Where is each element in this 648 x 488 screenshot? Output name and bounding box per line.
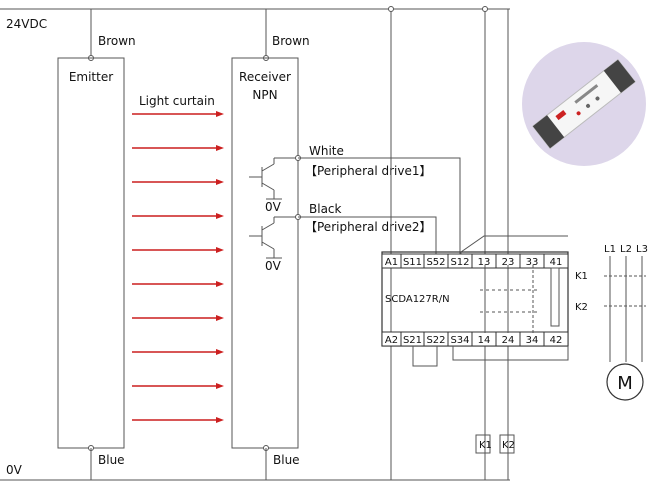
phase-l1-label: L1 [604, 244, 616, 255]
relay-product-image [522, 42, 646, 166]
phase-l2-label: L2 [620, 244, 632, 255]
light-beams [132, 111, 224, 423]
k1-contact-label: K1 [575, 271, 588, 282]
output-2-wire-label: Black [309, 202, 342, 216]
k2-coil-label: K2 [502, 440, 515, 451]
terminal-label: 34 [526, 335, 539, 346]
receiver-label: Receiver [239, 70, 291, 84]
output-2-ground-label: 0V [265, 259, 282, 273]
24vdc-label: 24VDC [6, 17, 47, 31]
output-1-ground-label: 0V [265, 200, 282, 214]
terminal-label: 24 [502, 335, 515, 346]
light-beam-arrow [216, 247, 224, 253]
relay-model-label: SCDA127R/N [385, 294, 450, 305]
terminal-label: S52 [426, 257, 445, 268]
white-wire [298, 157, 461, 254]
light-beam-arrow [216, 383, 224, 389]
relay-top-terminals: A1 S11 S52 S12 13 23 33 41 [381, 253, 569, 269]
k1-coil-label: K1 [479, 440, 492, 451]
receiver-blue-label: Blue [273, 453, 300, 467]
terminal-label: S11 [403, 257, 422, 268]
phase-lines [604, 256, 646, 362]
light-beam-arrow [216, 145, 224, 151]
receiver-type-label: NPN [252, 88, 277, 102]
terminal-label: 14 [478, 335, 491, 346]
motor-symbol [606, 363, 644, 401]
emitter-box [57, 57, 125, 449]
terminal-label: 33 [526, 257, 539, 268]
light-curtain-label: Light curtain [139, 94, 215, 108]
black-wire [298, 216, 437, 254]
k1-coil [475, 434, 491, 454]
relay-s21-s22-link [412, 346, 438, 367]
terminal-label: S34 [450, 335, 469, 346]
output-1-label: 【Peripheral drive1】 [305, 164, 432, 178]
light-beam-arrow [216, 417, 224, 423]
terminal-label: S22 [426, 335, 445, 346]
terminal-label: 23 [502, 257, 515, 268]
receiver-brown-label: Brown [272, 34, 310, 48]
emitter-blue-label: Blue [98, 453, 125, 467]
output-1-wire-label: White [309, 144, 344, 158]
terminal-label: 41 [550, 257, 563, 268]
light-beam-arrow [216, 179, 224, 185]
receiver-box [231, 57, 299, 449]
relay-contacts [480, 265, 560, 333]
0v-label: 0V [6, 463, 23, 477]
terminal-label: S21 [403, 335, 422, 346]
light-beam-arrow [216, 315, 224, 321]
output-transistor-1 [249, 157, 298, 200]
motor-label: M [617, 373, 633, 394]
terminal-label: A2 [385, 335, 398, 346]
light-beam-arrow [216, 213, 224, 219]
rail-node-2 [482, 6, 488, 12]
light-beam-arrow [216, 349, 224, 355]
phase-l3-label: L3 [636, 244, 648, 255]
terminal-label: 13 [478, 257, 491, 268]
light-beam-arrow [216, 281, 224, 287]
terminal-label: 42 [550, 335, 563, 346]
terminal-label: A1 [385, 257, 398, 268]
emitter-brown-label: Brown [98, 34, 136, 48]
k2-contact-label: K2 [575, 302, 588, 313]
light-beam-arrow [216, 111, 224, 117]
emitter-label: Emitter [69, 70, 113, 84]
output-2-label: 【Peripheral drive2】 [305, 220, 432, 234]
relay-top-link [460, 235, 568, 254]
output-transistor-2 [249, 216, 298, 259]
relay-bottom-terminals: A2 S21 S22 S34 14 24 34 42 [381, 331, 569, 347]
terminal-label: S12 [450, 257, 469, 268]
terminal-box [543, 331, 569, 347]
rail-node-1 [388, 6, 394, 12]
k2-coil [499, 434, 515, 454]
relay-bottom-link [452, 346, 569, 361]
